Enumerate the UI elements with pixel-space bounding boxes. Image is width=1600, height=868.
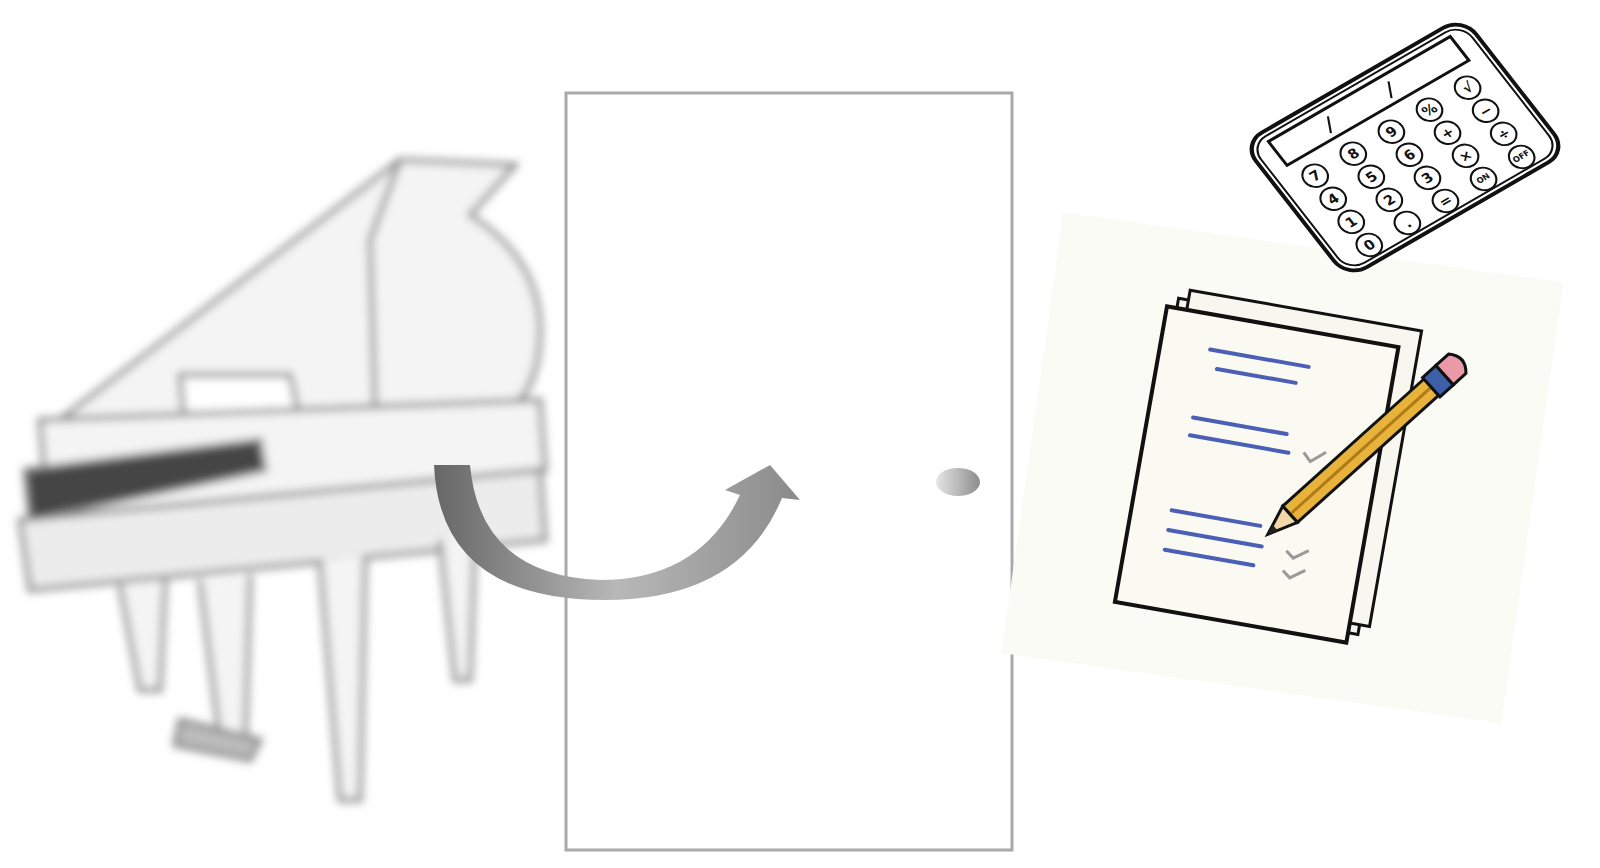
door-outline xyxy=(566,93,1012,850)
calculator-illustration: 789%√456+−123×÷0.=ONOFF xyxy=(1238,13,1572,282)
door-knob xyxy=(936,468,980,496)
papers-illustration xyxy=(1001,212,1563,723)
curved-arrow xyxy=(434,465,800,600)
